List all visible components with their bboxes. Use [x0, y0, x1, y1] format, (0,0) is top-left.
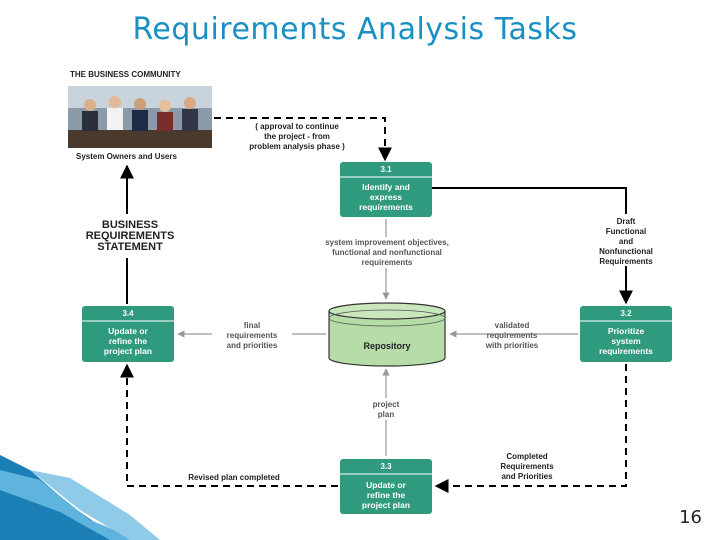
brs-label-line-1: BUSINESS — [102, 219, 158, 231]
community-caption: System Owners and Users — [76, 152, 177, 161]
draft-line-2: Functional — [606, 227, 646, 236]
process-3-1-line-3: requirements — [359, 202, 413, 212]
validated-line-1: validated — [495, 321, 530, 330]
brs-label-line-3: STATEMENT — [97, 241, 163, 253]
draft-line-1: Draft — [617, 217, 636, 226]
business-community-photo — [68, 86, 212, 148]
process-3-2: 3.2 Prioritize system requirements — [580, 306, 672, 362]
final-line-1: final — [244, 321, 260, 330]
repository-cylinder: Repository — [328, 302, 446, 367]
process-3-1: 3.1 Identify and express requirements — [340, 162, 432, 217]
process-3-4: 3.4 Update or refine the project plan — [82, 306, 174, 362]
process-3-3-line-1: Update or — [366, 480, 406, 490]
completed-line-1: Completed — [506, 452, 547, 461]
final-line-2: requirements — [227, 331, 278, 340]
process-3-3-id: 3.3 — [380, 462, 392, 471]
community-heading: THE BUSINESS COMMUNITY — [70, 70, 181, 79]
revised-label: Revised plan completed — [188, 473, 280, 482]
process-3-2-line-2: system — [611, 336, 641, 346]
completed-line-3: and Priorities — [501, 472, 553, 481]
validated-line-3: with priorities — [485, 341, 539, 350]
approval-note-line-3: problem analysis phase ) — [249, 142, 345, 151]
completed-line-2: Requirements — [500, 462, 554, 471]
project-plan-line-1: project — [373, 400, 400, 409]
brs-label-line-2: REQUIREMENTS — [86, 230, 175, 242]
process-3-4-line-2: refine the — [109, 336, 148, 346]
process-3-3: 3.3 Update or refine the project plan — [340, 459, 432, 514]
flow-completed — [434, 364, 627, 493]
process-3-1-line-2: express — [370, 192, 402, 202]
process-3-4-line-1: Update or — [108, 326, 148, 336]
draft-line-5: Requirements — [599, 257, 653, 266]
page-number: 16 — [679, 507, 702, 528]
draft-line-4: Nonfunctional — [599, 247, 653, 256]
process-3-2-id: 3.2 — [620, 309, 632, 318]
objectives-line-3: requirements — [362, 258, 413, 267]
process-3-2-line-3: requirements — [599, 346, 653, 356]
process-3-2-line-1: Prioritize — [608, 326, 645, 336]
page-title: Requirements Analysis Tasks — [132, 12, 578, 47]
flow-approval — [214, 117, 392, 162]
process-3-3-line-2: refine the — [367, 490, 406, 500]
approval-note-line-1: ( approval to continue — [255, 122, 339, 131]
process-3-3-line-3: project plan — [362, 500, 410, 510]
process-3-1-id: 3.1 — [380, 165, 392, 174]
objectives-line-2: functional and nonfunctional — [332, 248, 442, 257]
objectives-line-1: system improvement objectives, — [325, 238, 449, 247]
project-plan-line-2: plan — [378, 410, 395, 419]
flow-revised — [120, 363, 338, 487]
approval-note-line-2: the project - from — [264, 132, 330, 141]
corner-decoration — [0, 455, 160, 540]
repository-label: Repository — [363, 341, 410, 351]
process-3-4-line-3: project plan — [104, 346, 152, 356]
process-3-1-line-1: Identify and — [362, 182, 410, 192]
process-3-4-id: 3.4 — [122, 309, 134, 318]
draft-line-3: and — [619, 237, 633, 246]
validated-line-2: requirements — [487, 331, 538, 340]
final-line-3: and priorities — [227, 341, 278, 350]
